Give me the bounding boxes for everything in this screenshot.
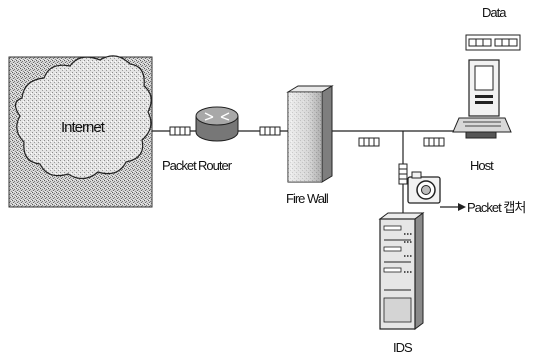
internet-cloud: Internet bbox=[9, 56, 152, 207]
internet-label: Internet bbox=[61, 119, 106, 136]
host-label: Host bbox=[470, 158, 494, 173]
packet-icon bbox=[424, 138, 444, 146]
packet-label: Packet bbox=[162, 158, 197, 173]
packet-icon bbox=[260, 127, 280, 135]
ids-server-icon bbox=[380, 213, 423, 329]
host-computer-icon bbox=[453, 60, 511, 138]
packet-capture-label: Packet 캡처 bbox=[467, 200, 525, 215]
router-label: Router bbox=[198, 158, 233, 173]
data-label: Data bbox=[482, 5, 507, 20]
packet-icon bbox=[170, 127, 190, 135]
firewall-icon bbox=[288, 86, 332, 182]
firewall-label: Fire Wall bbox=[286, 191, 329, 206]
router-icon bbox=[196, 107, 238, 141]
ids-label: IDS bbox=[393, 340, 413, 355]
capture-arrow bbox=[440, 203, 466, 211]
packet-icon bbox=[359, 138, 379, 146]
camera-icon bbox=[408, 172, 440, 203]
data-packets-icon bbox=[466, 35, 520, 50]
packet-icon bbox=[399, 164, 407, 184]
